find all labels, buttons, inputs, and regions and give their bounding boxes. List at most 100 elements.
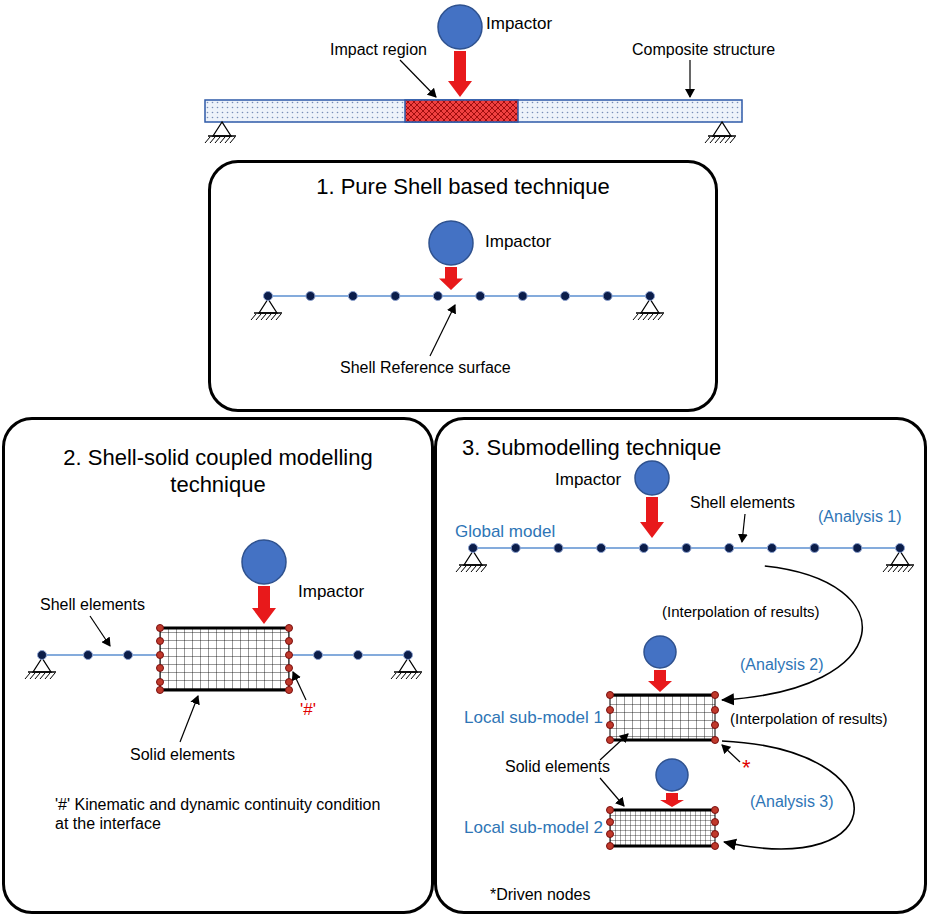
- support-symbol: [633, 299, 664, 320]
- annotation-label: *Driven nodes: [490, 885, 591, 904]
- impactor-symbol: [429, 221, 473, 290]
- panel-title: 1. Pure Shell based technique: [231, 173, 695, 200]
- node-dot: [404, 651, 413, 660]
- support-symbol: [391, 658, 422, 679]
- node-dot: [286, 679, 293, 686]
- annotation-label: Impactor: [555, 470, 621, 489]
- technique-panel: 3. Submodelling techniqueGlobal modelLoc…: [434, 417, 927, 914]
- annotation-label: '#' Kinematic and dynamic continuity con…: [55, 795, 395, 833]
- node-dot: [286, 687, 293, 694]
- node-dot: [286, 665, 293, 672]
- model-region: Global model: [452, 522, 912, 566]
- support-symbol: [205, 122, 236, 143]
- annotation-label: '#': [300, 700, 316, 719]
- node-dot: [607, 692, 614, 699]
- node-dot: [157, 687, 164, 694]
- support-symbol: [883, 551, 914, 572]
- technique-panel: 2. Shell-solid coupled modelling techniq…: [2, 417, 434, 914]
- node-dot: [712, 831, 719, 838]
- node-dot: [712, 707, 719, 714]
- node-dot: [157, 638, 164, 645]
- model-region: Local sub-model 2: [460, 805, 722, 850]
- node-dot: [597, 544, 606, 553]
- node-dot: [264, 292, 273, 301]
- node-dot: [157, 679, 164, 686]
- node-dot: [712, 692, 719, 699]
- node-dot: [314, 651, 323, 660]
- annotation-label: (Analysis 1): [818, 507, 902, 526]
- node-dot: [810, 544, 819, 553]
- node-dot: [607, 707, 614, 714]
- impactor-symbol: [242, 540, 286, 624]
- model-name: Local sub-model 1: [464, 708, 603, 728]
- node-dot: [767, 544, 776, 553]
- node-dot: [639, 544, 648, 553]
- node-dot: [725, 544, 734, 553]
- node-dot: [354, 651, 363, 660]
- impactor-symbol: [656, 759, 688, 807]
- node-dot: [286, 638, 293, 645]
- node-dot: [348, 292, 357, 301]
- annotation-label: Impactor: [298, 582, 364, 601]
- annotation-label: Shell Reference surface: [340, 358, 511, 377]
- support-symbol: [251, 299, 282, 320]
- node-dot: [607, 807, 614, 814]
- annotation-label: (Analysis 3): [750, 792, 834, 811]
- impactor-symbol: [635, 461, 669, 538]
- model-name: Local sub-model 2: [464, 818, 603, 838]
- node-dot: [38, 651, 47, 660]
- annotation-label: Impactor: [486, 14, 552, 33]
- node-dot: [712, 819, 719, 826]
- node-dot: [476, 292, 485, 301]
- node-dot: [518, 292, 527, 301]
- node-dot: [157, 625, 164, 632]
- support-symbol: [705, 122, 736, 143]
- panel-title: 2. Shell-solid coupled modelling techniq…: [45, 444, 391, 498]
- node-dot: [157, 665, 164, 672]
- annotation-label: Shell elements: [690, 493, 795, 512]
- annotation-label: Impact region: [330, 40, 427, 59]
- edge-label: (Interpolation of results): [728, 710, 890, 728]
- node-dot: [561, 292, 570, 301]
- annotation-label: Solid elements: [130, 745, 235, 764]
- node-dot: [607, 843, 614, 850]
- model-name: Global model: [455, 522, 555, 542]
- node-dot: [286, 625, 293, 632]
- node-dot: [682, 544, 691, 553]
- node-dot: [157, 652, 164, 659]
- impactor-symbol: [644, 636, 676, 692]
- interpolation-arrow: [722, 566, 862, 700]
- support-symbol: [456, 551, 487, 572]
- support-symbol: [25, 658, 56, 679]
- panel-title: 3. Submodelling technique: [462, 434, 899, 461]
- interpolation-arrow: [722, 741, 854, 849]
- node-dot: [853, 544, 862, 553]
- annotation-label: (Analysis 2): [740, 655, 824, 674]
- node-dot: [603, 292, 612, 301]
- impactor-symbol: [438, 5, 482, 97]
- node-dot: [712, 807, 719, 814]
- node-dot: [433, 292, 442, 301]
- node-dot: [712, 737, 719, 744]
- annotation-label: *: [742, 758, 751, 777]
- node-dot: [511, 544, 520, 553]
- annotation-label: Shell elements: [40, 595, 145, 614]
- annotation-label: Impactor: [485, 232, 551, 251]
- node-dot: [391, 292, 400, 301]
- node-dot: [646, 292, 655, 301]
- node-dot: [607, 722, 614, 729]
- edge-label: (Interpolation of results): [660, 603, 822, 621]
- node-dot: [896, 544, 905, 553]
- node-dot: [712, 843, 719, 850]
- node-dot: [469, 544, 478, 553]
- node-dot: [712, 722, 719, 729]
- model-region: Local sub-model 1: [460, 690, 722, 746]
- node-dot: [554, 544, 563, 553]
- annotation-label: Solid elements: [505, 757, 610, 776]
- node-dot: [84, 651, 93, 660]
- annotation-label: Composite structure: [632, 40, 775, 59]
- node-dot: [306, 292, 315, 301]
- shell-line: [268, 295, 650, 297]
- node-dot: [124, 651, 133, 660]
- node-dot: [607, 831, 614, 838]
